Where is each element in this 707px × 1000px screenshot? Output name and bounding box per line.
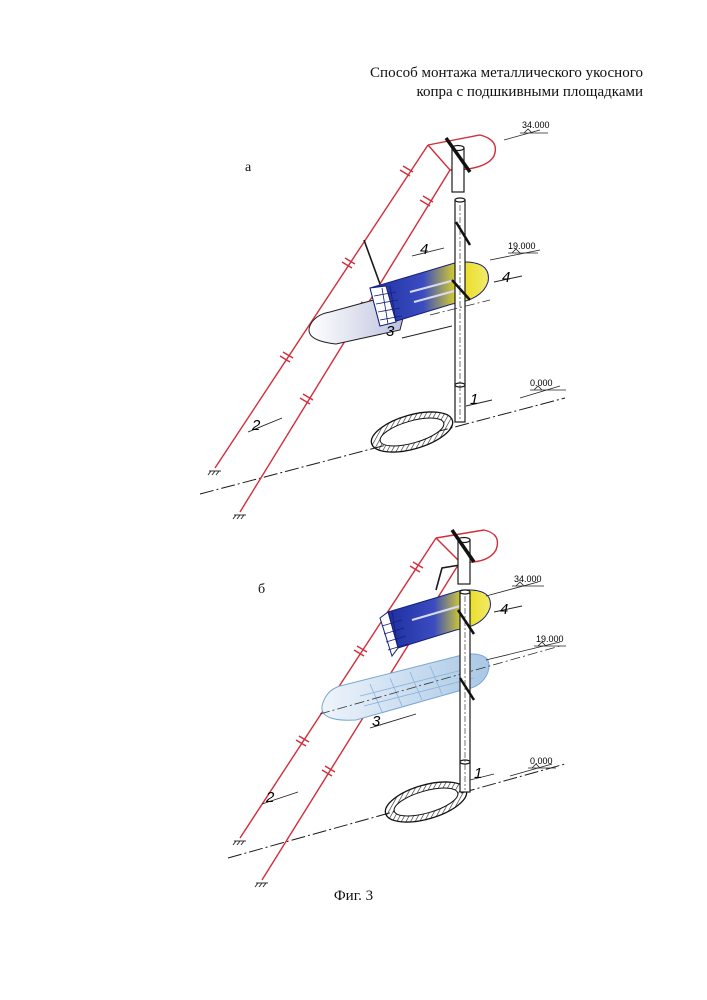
callout-4-a: 4 bbox=[420, 241, 428, 258]
callout-4-b: 4 bbox=[500, 601, 508, 618]
callout-2-b: 2 bbox=[265, 789, 275, 806]
callout-4b-a: 4 bbox=[502, 269, 510, 286]
callout-1-a: 1 bbox=[470, 391, 478, 408]
figure-a: 34.000 19.000 0.000 2 3 4 4 1 bbox=[200, 120, 566, 519]
strut-brace bbox=[364, 240, 380, 284]
figure-caption: Фиг. 3 bbox=[0, 888, 707, 905]
elevation-0-a: 0.000 bbox=[530, 378, 553, 388]
callout-1-b: 1 bbox=[474, 765, 482, 782]
shaft-collar bbox=[367, 404, 457, 460]
callout-3-b: 3 bbox=[372, 713, 381, 730]
shaft-column-b bbox=[458, 538, 470, 793]
shaft-collar-b bbox=[381, 774, 471, 830]
elevation-19-b: 19.000 bbox=[536, 634, 564, 644]
elevation-marks-a: 34.000 19.000 0.000 bbox=[490, 120, 566, 398]
callout-2-a: 2 bbox=[251, 417, 261, 434]
elevation-34-b: 34.000 bbox=[514, 574, 542, 584]
elevation-marks-b: 34.000 19.000 0.000 bbox=[486, 574, 566, 776]
callout-3-a: 3 bbox=[386, 323, 395, 340]
figure-b: 34.000 19.000 0.000 2 3 4 1 bbox=[228, 530, 566, 887]
elevation-0-b: 0.000 bbox=[530, 756, 553, 766]
upper-platform-b bbox=[380, 590, 490, 656]
elevation-34-a: 34.000 bbox=[522, 120, 550, 130]
elevation-19-a: 19.000 bbox=[508, 241, 536, 251]
